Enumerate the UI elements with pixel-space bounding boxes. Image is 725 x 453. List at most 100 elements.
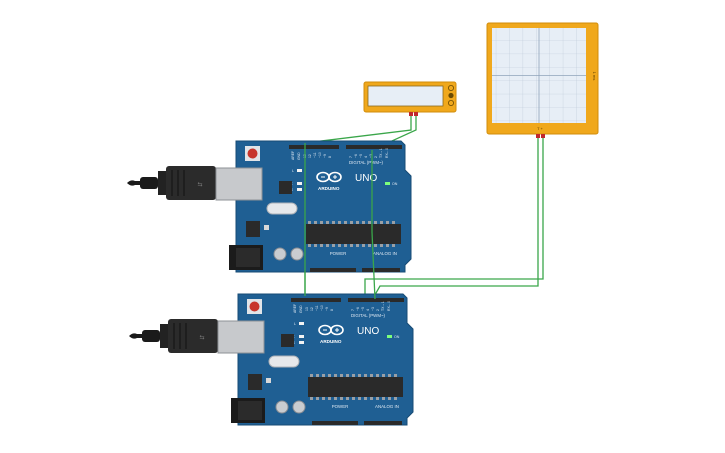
oscilloscope-time-label: 1 ms — [592, 72, 597, 81]
small-component — [264, 225, 269, 230]
svg-text:8: 8 — [330, 309, 334, 311]
led-label-l: L — [292, 169, 294, 173]
analog-label: ANALOG IN — [375, 404, 399, 409]
oscilloscope-terminal-neg[interactable] — [536, 134, 540, 138]
wire-digital-link[interactable] — [371, 150, 376, 300]
power-label: POWER — [330, 251, 347, 256]
board-model: UNO — [355, 173, 377, 184]
capacitor-1 — [275, 400, 289, 414]
svg-text:~5: ~5 — [361, 307, 365, 311]
small-component — [266, 378, 271, 383]
oscilloscope-terminal-label: T + — [537, 126, 543, 131]
led-label-l: L — [294, 322, 296, 326]
svg-text:8: 8 — [328, 156, 332, 158]
svg-text:4: 4 — [366, 309, 370, 311]
svg-text:4: 4 — [364, 156, 368, 158]
svg-text:12: 12 — [310, 307, 314, 311]
power-label: POWER — [332, 404, 349, 409]
svg-text:~9: ~9 — [325, 307, 329, 311]
svg-text:13: 13 — [305, 307, 309, 311]
voltage-regulator — [248, 374, 262, 390]
header-power[interactable] — [312, 421, 358, 425]
svg-text:2: 2 — [374, 156, 378, 158]
digital-label: DIGITAL (PWM~) — [349, 160, 384, 165]
multimeter-probe-neg[interactable] — [409, 112, 413, 116]
pin-label-gnd: GND — [299, 305, 303, 313]
crystal — [268, 355, 300, 368]
usb-cable-icon[interactable]: ⇆ — [129, 319, 218, 353]
svg-text:~11: ~11 — [315, 305, 319, 311]
board-brand: ARDUINO — [318, 186, 340, 191]
board-model: UNO — [357, 326, 379, 337]
capacitor-1 — [273, 247, 287, 261]
svg-text:RX←0: RX←0 — [385, 148, 389, 158]
svg-text:TX→1: TX→1 — [381, 301, 385, 311]
svg-text:7: 7 — [349, 156, 353, 158]
svg-text:RX←0: RX←0 — [387, 301, 391, 311]
svg-text:~3: ~3 — [369, 154, 373, 158]
oscilloscope-terminal-pos[interactable] — [541, 134, 545, 138]
svg-text:~5: ~5 — [359, 154, 363, 158]
on-led — [385, 182, 390, 185]
svg-text:7: 7 — [351, 309, 355, 311]
capacitor-2 — [290, 247, 304, 261]
usb-port — [215, 167, 263, 201]
multimeter-display — [367, 85, 444, 107]
wire-scope-pos[interactable] — [364, 138, 544, 298]
multimeter[interactable] — [363, 81, 457, 116]
header-top-left[interactable] — [291, 298, 341, 302]
usb-port — [217, 320, 265, 354]
led-l — [297, 169, 302, 172]
led-rx — [299, 341, 304, 344]
multimeter-mode-v-icon[interactable] — [448, 92, 454, 99]
svg-text:~11: ~11 — [313, 152, 317, 158]
svg-text:~6: ~6 — [356, 307, 360, 311]
analog-label: ANALOG IN — [373, 251, 397, 256]
svg-text:~10: ~10 — [320, 305, 324, 311]
led-tx — [299, 335, 304, 338]
atmega-chip — [306, 224, 401, 244]
pin-label-gnd: GND — [297, 152, 301, 160]
wires-overlay[interactable] — [304, 143, 376, 300]
arduino-logo-icon — [318, 324, 344, 336]
arduino-uno-board[interactable]: ⇆ AREF GND 13 12 ~11 ~10 ~9 8 7 ~6 ~5 4 … — [129, 293, 414, 426]
multimeter-mode-a-icon[interactable] — [447, 85, 454, 92]
atmega-chip — [308, 377, 403, 397]
svg-text:~10: ~10 — [318, 152, 322, 158]
voltage-regulator — [246, 221, 260, 237]
header-top-left[interactable] — [289, 145, 339, 149]
usb-cable-icon[interactable]: ⇆ — [127, 166, 216, 200]
svg-text:12: 12 — [308, 154, 312, 158]
header-power[interactable] — [310, 268, 356, 272]
arduino-uno-board[interactable]: ⇆ AREF GND 13 12 ~11 ~10 ~9 8 7 ~6 ~5 4 … — [127, 140, 412, 273]
svg-text:⇆: ⇆ — [199, 334, 204, 341]
multimeter-mode-r-icon[interactable] — [447, 100, 454, 107]
oscilloscope[interactable]: 1 ms T + — [486, 22, 599, 138]
arduino-logo-icon — [316, 171, 342, 183]
svg-text:~6: ~6 — [354, 154, 358, 158]
board-brand: ARDUINO — [320, 339, 342, 344]
on-label: ON — [392, 182, 398, 186]
usb-chip — [281, 334, 294, 347]
on-label: ON — [394, 335, 400, 339]
capacitor-2 — [292, 400, 306, 414]
usb-chip — [279, 181, 292, 194]
header-analog[interactable] — [364, 421, 402, 425]
crystal — [266, 202, 298, 215]
header-analog[interactable] — [362, 268, 400, 272]
on-led — [387, 335, 392, 338]
svg-text:TX→1: TX→1 — [379, 148, 383, 158]
svg-text:2: 2 — [376, 309, 380, 311]
multimeter-probe-pos[interactable] — [414, 112, 418, 116]
led-tx — [297, 182, 302, 185]
wire-scope-neg[interactable] — [371, 138, 539, 301]
led-rx — [297, 188, 302, 191]
header-top-right[interactable] — [348, 298, 404, 302]
svg-text:⇆: ⇆ — [197, 181, 202, 188]
header-top-right[interactable] — [346, 145, 402, 149]
pin-label-aref: AREF — [291, 151, 295, 160]
svg-text:~3: ~3 — [371, 307, 375, 311]
digital-label: DIGITAL (PWM~) — [351, 313, 386, 318]
svg-text:~9: ~9 — [323, 154, 327, 158]
